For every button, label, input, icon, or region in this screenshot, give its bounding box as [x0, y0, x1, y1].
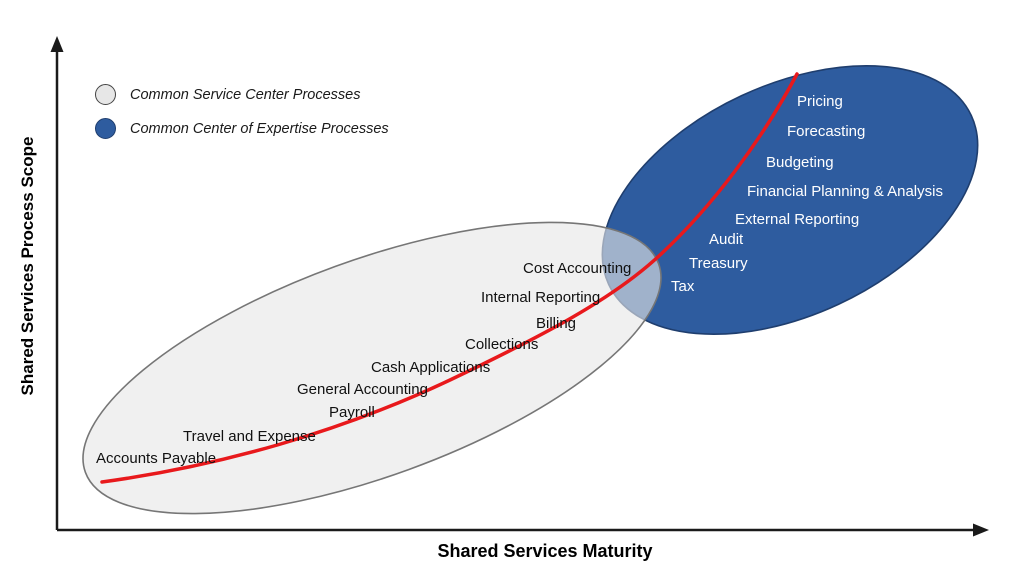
process-label: Billing [536, 315, 577, 332]
x-axis-label: Shared Services Maturity [437, 541, 653, 561]
y-axis-arrow-icon [50, 36, 64, 52]
process-label: Audit [709, 231, 744, 248]
process-label: Cash Applications [371, 359, 491, 376]
process-label: External Reporting [735, 211, 860, 228]
expertise-swatch-icon [95, 118, 116, 139]
legend-label: Common Center of Expertise Processes [130, 120, 389, 137]
legend-label: Common Service Center Processes [130, 86, 361, 103]
process-label: General Accounting [297, 381, 428, 398]
legend-item-service-center: Common Service Center Processes [95, 84, 389, 105]
legend: Common Service Center Processes Common C… [95, 84, 389, 152]
process-label: Internal Reporting [481, 289, 601, 306]
maturity-curve [100, 72, 799, 484]
process-label: Forecasting [787, 123, 866, 140]
process-label: Collections [465, 336, 539, 353]
process-label: Accounts Payable [96, 450, 217, 467]
process-label: Travel and Expense [183, 428, 316, 445]
process-label: Budgeting [766, 154, 834, 171]
service-center-swatch-icon [95, 84, 116, 105]
service-center-ellipse [82, 221, 662, 515]
process-label: Pricing [797, 93, 843, 110]
process-label: Payroll [329, 404, 375, 421]
process-label: Financial Planning & Analysis [747, 183, 943, 200]
process-label: Cost Accounting [523, 260, 632, 277]
y-axis-label: Shared Services Process Scope [18, 136, 37, 396]
process-label: Tax [671, 278, 695, 295]
legend-item-expertise: Common Center of Expertise Processes [95, 118, 389, 139]
process-label: Treasury [689, 255, 748, 272]
x-axis-arrow-icon [973, 523, 989, 537]
